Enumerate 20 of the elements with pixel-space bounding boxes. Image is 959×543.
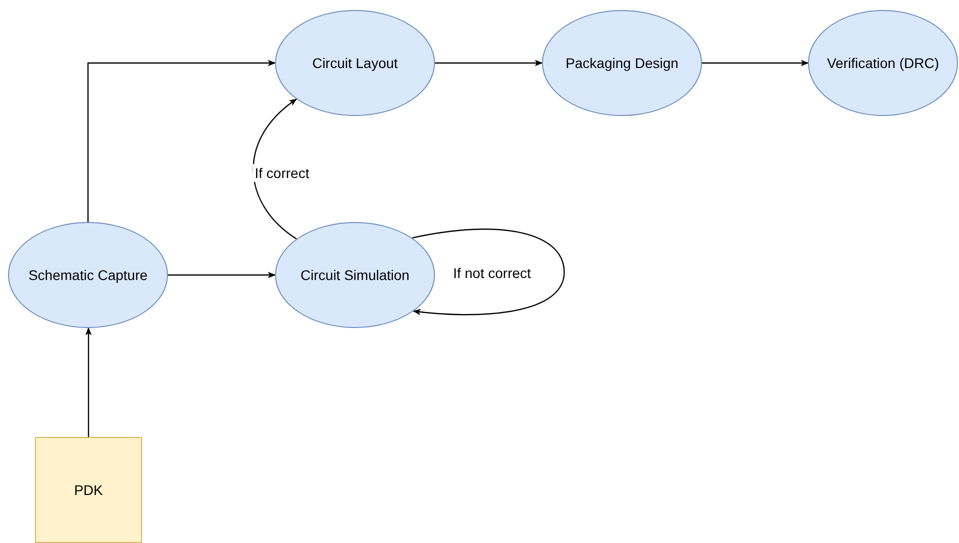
node-label: Verification (DRC) [826, 55, 940, 71]
arrow [87, 60, 276, 222]
process-ellipse [8, 222, 168, 328]
arrow [168, 272, 276, 278]
node-label: Circuit Layout [311, 55, 399, 71]
edge-label: If correct [252, 164, 312, 182]
input-box [35, 437, 142, 543]
process-ellipse [275, 10, 435, 116]
process-ellipse [542, 10, 702, 116]
process-ellipse [275, 222, 435, 328]
process-ellipse [808, 10, 958, 116]
arrow [412, 228, 565, 316]
node-label: Packaging Design [564, 55, 680, 71]
arrow [702, 60, 809, 66]
node-label: Circuit Simulation [300, 267, 410, 283]
node-label: PDK [73, 482, 104, 498]
arrow [252, 98, 298, 240]
arrow [435, 60, 543, 66]
node-label: Schematic Capture [27, 267, 149, 283]
arrow [85, 327, 92, 437]
